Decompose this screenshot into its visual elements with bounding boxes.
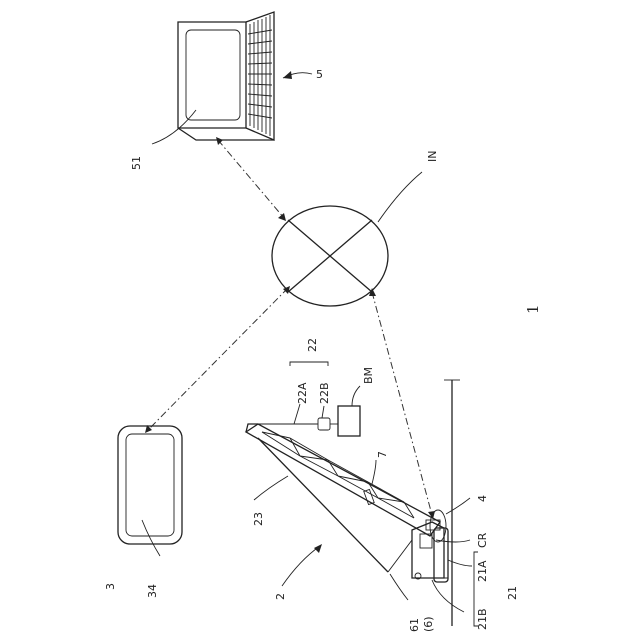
label-sensor: 61 bbox=[408, 618, 421, 632]
label-network: IN bbox=[426, 151, 439, 162]
network-ellipse bbox=[272, 206, 388, 306]
label-load: BM bbox=[362, 367, 375, 384]
label-terminal: 5 bbox=[316, 68, 323, 81]
label-hook: 22B bbox=[318, 382, 331, 404]
label-camera: 7 bbox=[376, 451, 389, 458]
comm-line-mobile bbox=[145, 286, 290, 433]
label-lower-body: 21A bbox=[476, 560, 489, 582]
label-sensor-alt: (6) bbox=[422, 616, 435, 632]
label-system: 1 bbox=[524, 304, 542, 314]
laptop-terminal bbox=[178, 12, 274, 140]
label-cab: CR bbox=[476, 532, 489, 548]
comm-line-laptop bbox=[216, 137, 286, 221]
label-mobile: 3 bbox=[104, 583, 117, 590]
label-hook-group: 22 bbox=[306, 338, 319, 352]
comm-device-ring bbox=[430, 510, 446, 542]
label-boom: 23 bbox=[252, 512, 265, 526]
label-comm-device: 4 bbox=[476, 495, 489, 502]
label-upper-body: 21B bbox=[476, 608, 489, 630]
arrow-5-head bbox=[283, 71, 292, 79]
label-pc-screen: 51 bbox=[130, 156, 143, 170]
crane bbox=[246, 406, 448, 582]
label-mobile-screen: 34 bbox=[146, 584, 159, 598]
label-crane: 2 bbox=[274, 593, 287, 600]
label-crane-body: 21 bbox=[506, 586, 519, 600]
mobile-terminal bbox=[118, 426, 182, 544]
comm-line-crane bbox=[369, 288, 435, 519]
label-hook-block: 22A bbox=[296, 382, 309, 404]
bracket-22 bbox=[290, 362, 328, 366]
